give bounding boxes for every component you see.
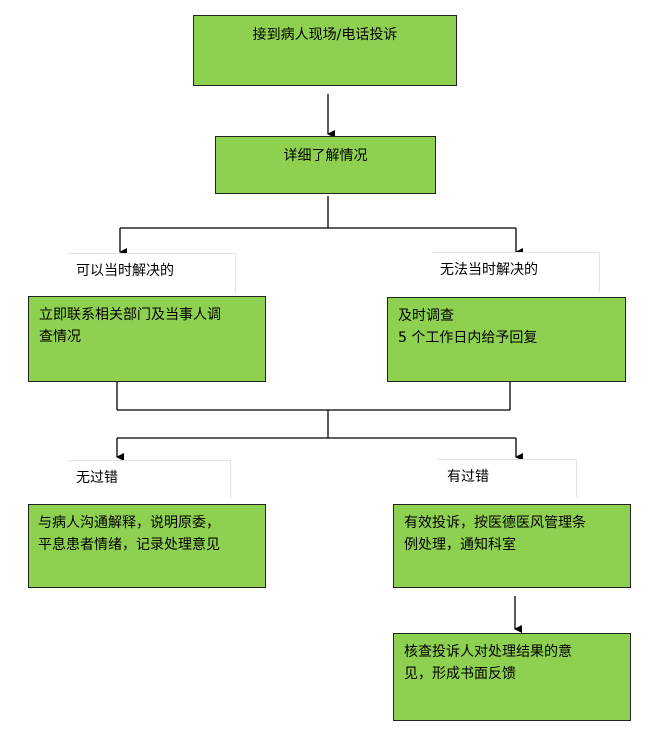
label-no-fault-text: 无过错 (76, 470, 118, 486)
step-contact-departments-line1: 立即联系相关部门及当事人调 (39, 307, 221, 323)
step-contact-departments-line2: 查情况 (39, 329, 81, 345)
label-has-fault-text: 有过错 (447, 469, 489, 485)
label-cannot-solve-text: 无法当时解决的 (440, 262, 538, 278)
step-communicate-patient: 与病人沟通解释，说明原委， 平息患者情绪，记录处理意见 (28, 504, 266, 588)
step-communicate-patient-line1: 与病人沟通解释，说明原委， (38, 515, 220, 531)
label-cannot-solve: 无法当时解决的 (432, 252, 600, 292)
label-has-fault: 有过错 (437, 459, 577, 497)
step-communicate-patient-line2: 平息患者情绪，记录处理意见 (38, 537, 220, 553)
step-handle-complaint-line2: 例处理，通知科室 (404, 537, 516, 553)
step-investigate-reply-line1: 及时调查 (398, 308, 454, 324)
label-can-solve: 可以当时解决的 (68, 253, 236, 293)
step-investigate-reply: 及时调查 5 个工作日内给予回复 (387, 297, 626, 382)
step-verify-feedback: 核查投诉人对处理结果的意 见，形成书面反馈 (393, 633, 631, 721)
step-verify-feedback-line2: 见，形成书面反馈 (404, 666, 516, 682)
step-receive-complaint-text: 接到病人现场/电话投诉 (252, 27, 398, 43)
step-understand-situation: 详细了解情况 (215, 136, 436, 194)
label-no-fault: 无过错 (68, 460, 231, 498)
label-can-solve-text: 可以当时解决的 (76, 263, 174, 279)
step-contact-departments: 立即联系相关部门及当事人调 查情况 (28, 296, 266, 382)
step-investigate-reply-line2: 5 个工作日内给予回复 (398, 330, 538, 346)
step-verify-feedback-line1: 核查投诉人对处理结果的意 (404, 644, 572, 660)
step-understand-situation-text: 详细了解情况 (283, 148, 368, 164)
step-receive-complaint: 接到病人现场/电话投诉 (193, 15, 457, 86)
step-handle-complaint: 有效投诉，按医德医风管理条 例处理，通知科室 (393, 504, 631, 588)
step-handle-complaint-line1: 有效投诉，按医德医风管理条 (404, 515, 586, 531)
